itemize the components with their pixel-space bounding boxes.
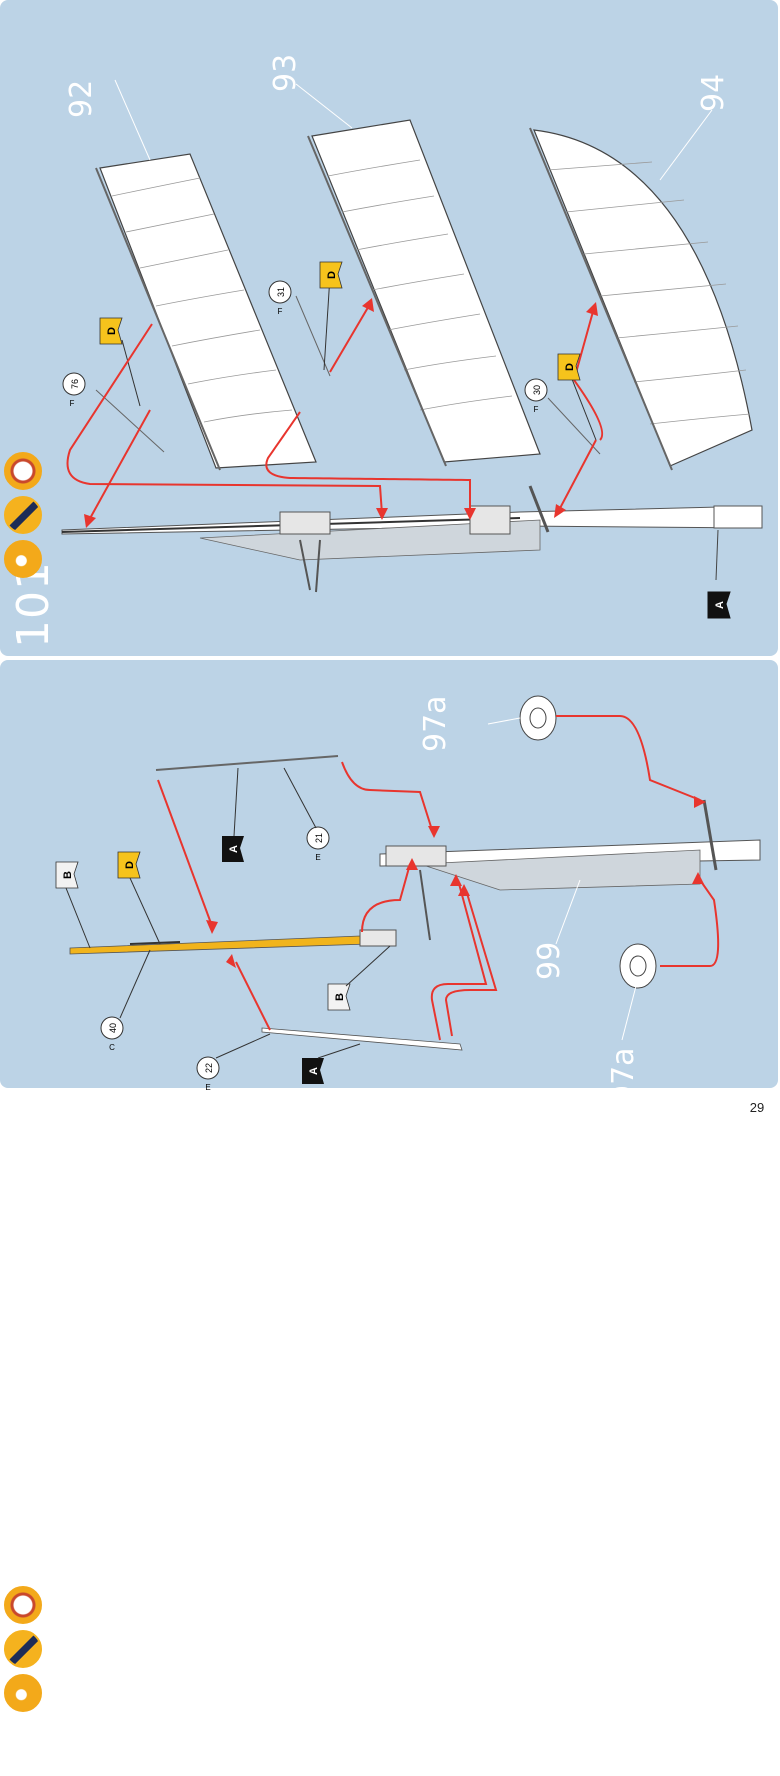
part-31 xyxy=(295,295,331,377)
callout-30: 30 F xyxy=(524,378,548,414)
svg-text:D: D xyxy=(564,363,576,371)
mast-assembly xyxy=(61,485,763,593)
step-101-arrows xyxy=(66,303,604,523)
svg-text:30: 30 xyxy=(532,385,542,395)
svg-text:F: F xyxy=(534,405,539,414)
flag-d-2: D xyxy=(319,261,343,289)
sail-92 xyxy=(95,153,317,471)
brush-icon-100 xyxy=(4,1630,42,1668)
sail-94 xyxy=(529,127,753,471)
callout-76: 76 F xyxy=(62,372,86,408)
step-101-diagram: 76 F 31 F 30 F D D D A xyxy=(61,79,763,619)
flag-a-1: A xyxy=(707,591,731,619)
leader-92 xyxy=(114,79,151,161)
svg-text:F: F xyxy=(278,307,283,316)
clock-icon-100 xyxy=(4,1586,42,1624)
svg-text:31: 31 xyxy=(276,287,286,297)
part-label-99: 99 xyxy=(532,941,567,980)
callout-31: 31 F xyxy=(268,280,292,316)
svg-text:A: A xyxy=(714,601,726,609)
sail-93 xyxy=(307,119,541,467)
part-30 xyxy=(547,397,601,455)
svg-text:D: D xyxy=(106,327,118,335)
flag-d-3: D xyxy=(557,353,581,381)
leader-93 xyxy=(295,83,353,129)
flag-d-1: D xyxy=(99,317,123,345)
svg-text:F: F xyxy=(70,399,75,408)
brush-icon xyxy=(4,496,42,534)
part-label-97a-bottom: 97a xyxy=(606,1047,641,1104)
svg-text:D: D xyxy=(326,271,338,279)
svg-text:76: 76 xyxy=(70,379,80,389)
step-100-panel: 100 xyxy=(0,660,778,1776)
part-76 xyxy=(95,389,165,453)
glue-icon xyxy=(4,540,42,578)
step-101-panel: 101 92 93 94 xyxy=(0,0,778,656)
clock-icon xyxy=(4,452,42,490)
leader-94 xyxy=(659,109,713,181)
part-label-97a-top: 97a xyxy=(418,695,453,752)
glue-icon-100 xyxy=(4,1674,42,1712)
page-number: 29 xyxy=(734,1089,780,1125)
